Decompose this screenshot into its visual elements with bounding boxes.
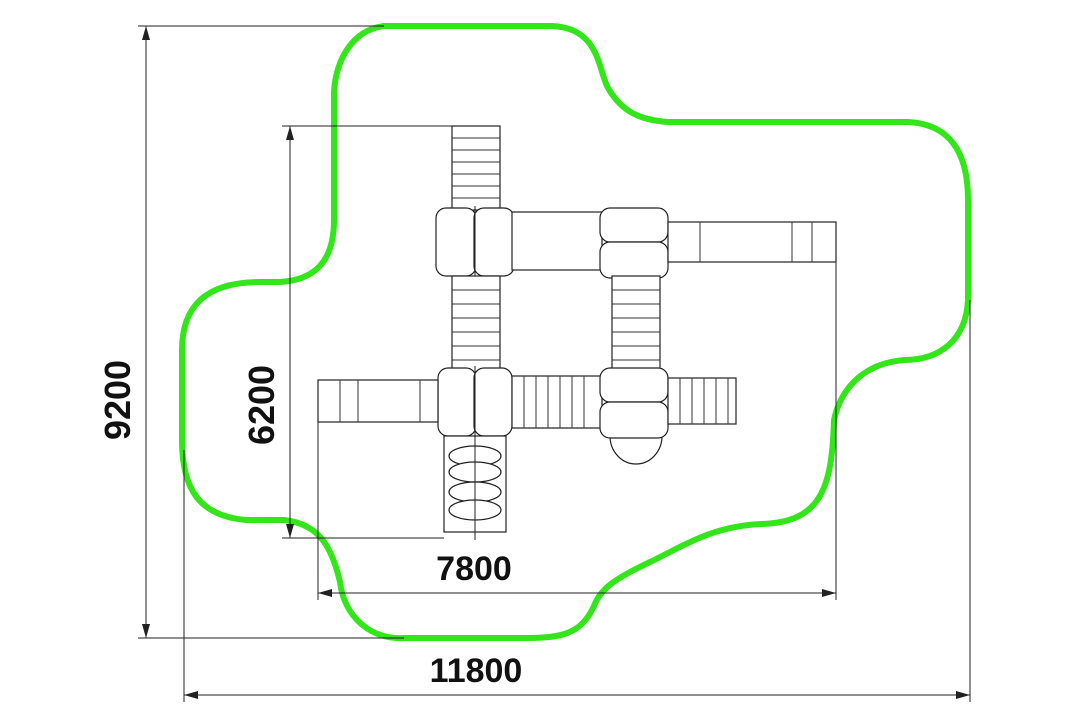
tower-bottom-left [437, 366, 513, 438]
middle-bridge [511, 375, 603, 429]
right-bridge [667, 377, 737, 425]
top-bridge [511, 211, 603, 271]
dimension-6200: 6200 [241, 125, 500, 539]
top-ladder [451, 125, 501, 211]
ring-climber [443, 435, 507, 540]
dimension-9200: 9200 [97, 25, 404, 639]
dimension-label-7800: 7800 [436, 550, 512, 588]
dimension-label-6200: 6200 [241, 365, 282, 445]
safety-zone-outline [179, 23, 971, 642]
tower-top-right [599, 207, 669, 279]
tower-top-left [435, 206, 515, 278]
right-vertical-bridge [611, 275, 661, 373]
left-vertical-bridge [451, 275, 501, 373]
tower-bottom-right [599, 367, 669, 465]
dimension-label-9200: 9200 [97, 360, 138, 440]
dimension-label-11800: 11800 [430, 652, 523, 690]
slide-top-right [667, 221, 837, 263]
slide-bottom-left [317, 379, 439, 423]
dimension-11800: 11800 [183, 300, 971, 702]
play-equipment [317, 125, 837, 540]
